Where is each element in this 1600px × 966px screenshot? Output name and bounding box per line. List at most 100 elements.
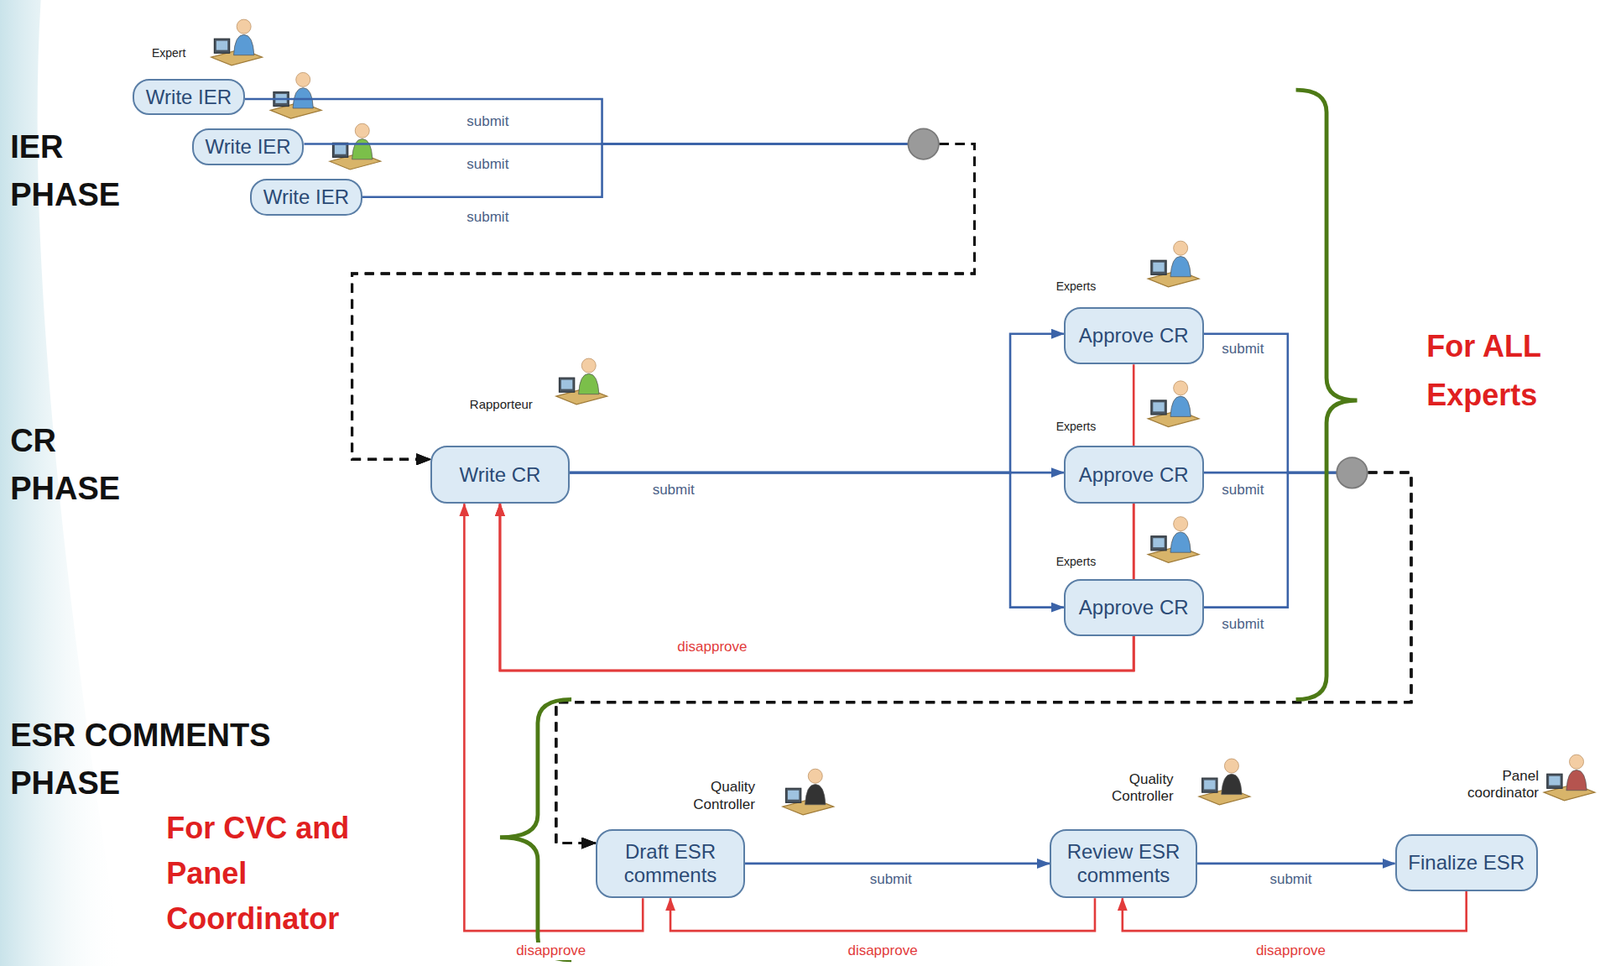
flow-connector bbox=[569, 333, 1064, 473]
connector-line bbox=[1203, 333, 1353, 473]
monitor bbox=[558, 377, 574, 392]
person-head bbox=[1173, 516, 1189, 532]
process-box: Review ESR comments bbox=[1049, 828, 1198, 899]
phase-title: CR PHASE bbox=[10, 416, 143, 513]
process-box: Write IER bbox=[192, 128, 305, 166]
connector-line bbox=[1203, 472, 1353, 608]
process-box: Approve CR bbox=[1063, 578, 1204, 636]
actor-icon bbox=[1543, 754, 1595, 801]
person-head bbox=[1173, 240, 1189, 256]
process-box: Write IER bbox=[250, 178, 363, 216]
monitor bbox=[1151, 260, 1167, 275]
scope-note: For ALL Experts bbox=[1426, 322, 1590, 419]
actor-label: Expert bbox=[151, 46, 186, 61]
actor-icon bbox=[782, 768, 834, 815]
flow-connector bbox=[556, 472, 1412, 843]
process-box: Write CR bbox=[430, 445, 569, 504]
person-head bbox=[354, 123, 370, 138]
connector-line bbox=[569, 333, 1064, 473]
screen bbox=[787, 790, 799, 800]
edge-label: disapprove bbox=[1253, 942, 1329, 959]
person-head bbox=[1173, 380, 1189, 396]
flow-connector bbox=[670, 897, 1095, 931]
flow-connector bbox=[303, 143, 975, 459]
phase-title: ESR COMMENTS PHASE bbox=[10, 711, 363, 808]
flow-connector bbox=[500, 503, 1134, 671]
process-box: Finalize ESR bbox=[1395, 833, 1538, 892]
person-body bbox=[1221, 773, 1242, 794]
person-head bbox=[236, 19, 251, 34]
person-head bbox=[1569, 754, 1585, 769]
connector-line bbox=[362, 143, 924, 197]
edge-label: disapprove bbox=[844, 942, 920, 959]
screen bbox=[561, 380, 573, 390]
actor-label: Rapporteur bbox=[469, 396, 533, 412]
flow-connector bbox=[500, 503, 1134, 671]
box-label: Review ESR comments bbox=[1059, 839, 1188, 886]
person-body bbox=[1170, 531, 1191, 553]
edge-label: submit bbox=[1219, 340, 1267, 358]
edge-label: submit bbox=[650, 481, 698, 499]
connector-dashed bbox=[556, 472, 1412, 843]
person-head bbox=[807, 768, 823, 783]
edge-label: submit bbox=[463, 113, 511, 131]
connector-dashed bbox=[556, 472, 1412, 843]
actor-icon bbox=[1147, 380, 1199, 428]
person-body bbox=[234, 34, 255, 55]
edge-label: submit bbox=[1219, 615, 1267, 633]
person-body bbox=[1170, 396, 1191, 417]
flow-connector bbox=[569, 472, 1064, 608]
actor-icon bbox=[211, 19, 263, 66]
flow-connector bbox=[352, 143, 975, 459]
monitor bbox=[1151, 536, 1167, 551]
box-label: Approve CR bbox=[1078, 463, 1189, 487]
connector-line bbox=[569, 472, 1064, 608]
edge-label: submit bbox=[1266, 870, 1314, 888]
actor-label: Experts bbox=[1056, 554, 1096, 569]
screen bbox=[216, 41, 228, 51]
actor-icon bbox=[270, 72, 322, 119]
box-label: Write IER bbox=[145, 85, 232, 110]
screen bbox=[1152, 537, 1164, 548]
person-body bbox=[578, 373, 600, 394]
connector-dashed bbox=[556, 472, 1412, 843]
process-box: Draft ESR comments bbox=[595, 828, 746, 899]
connector-dashed bbox=[352, 143, 975, 459]
connector-line bbox=[500, 503, 1134, 671]
flow-connector bbox=[244, 99, 975, 459]
connector-dashed bbox=[352, 143, 975, 459]
flow-connector bbox=[745, 862, 1050, 864]
screen bbox=[334, 145, 346, 155]
edge-label: submit bbox=[463, 208, 511, 226]
group-bracket bbox=[500, 698, 572, 959]
connector-line bbox=[500, 364, 1134, 671]
connector-line bbox=[1197, 862, 1396, 866]
actor-label: Experts bbox=[1056, 279, 1096, 294]
actor-icon bbox=[1147, 240, 1199, 287]
edge-label: disapprove bbox=[513, 942, 589, 959]
box-label: Draft ESR comments bbox=[605, 839, 735, 886]
screen bbox=[1203, 780, 1215, 790]
connector-dashed bbox=[352, 143, 975, 459]
person-body bbox=[352, 138, 373, 159]
actor-icon bbox=[1198, 758, 1251, 805]
merge-dot bbox=[907, 128, 939, 160]
group-bracket bbox=[1296, 89, 1358, 699]
box-label: Write IER bbox=[204, 135, 291, 159]
actor-label: Panel coordinator bbox=[1453, 767, 1539, 803]
actor-icon bbox=[329, 123, 381, 170]
edge-label: disapprove bbox=[674, 638, 750, 656]
connector-line bbox=[745, 862, 1050, 866]
process-box: Approve CR bbox=[1063, 445, 1204, 503]
edge-label: submit bbox=[463, 156, 511, 173]
flow-connector bbox=[500, 364, 1134, 671]
process-box: Write IER bbox=[132, 78, 245, 116]
actor-icons bbox=[211, 19, 1595, 815]
process-box: Approve CR bbox=[1063, 307, 1204, 365]
monitor bbox=[1202, 777, 1218, 793]
phase-title: IER PHASE bbox=[10, 123, 143, 219]
edge-label: submit bbox=[1219, 481, 1267, 499]
actor-label: Quality Controller bbox=[1087, 771, 1173, 806]
actor-label: Quality Controller bbox=[669, 778, 756, 814]
box-label: Write CR bbox=[458, 463, 541, 487]
